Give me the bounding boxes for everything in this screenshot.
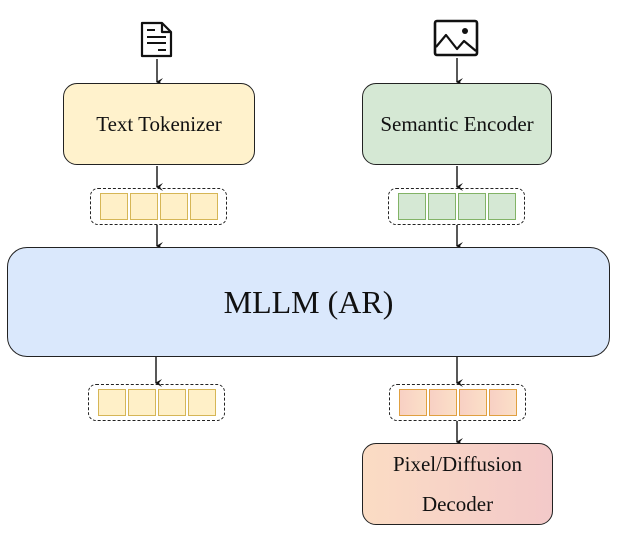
image-icon bbox=[433, 19, 479, 57]
token-cell bbox=[428, 389, 457, 416]
token-cell bbox=[458, 389, 487, 416]
document-icon bbox=[140, 21, 173, 58]
token-cell bbox=[159, 193, 188, 220]
decoder-label-line2: Decoder bbox=[421, 492, 494, 516]
text-tokenizer-label: Text Tokenizer bbox=[96, 111, 222, 136]
token-cell bbox=[157, 389, 186, 416]
token-cell bbox=[398, 389, 427, 416]
image-output-tokens bbox=[389, 384, 526, 421]
decoder-label-line1: Pixel/Diffusion bbox=[392, 452, 523, 476]
image-input-tokens bbox=[388, 188, 525, 225]
token-cell bbox=[457, 193, 486, 220]
token-cell bbox=[488, 389, 517, 416]
token-cell bbox=[187, 389, 216, 416]
token-cell bbox=[487, 193, 516, 220]
text-tokenizer-box: Text Tokenizer bbox=[63, 83, 255, 165]
text-input-tokens bbox=[90, 188, 227, 225]
token-cell bbox=[97, 389, 126, 416]
semantic-encoder-box: Semantic Encoder bbox=[362, 83, 552, 165]
token-cell bbox=[397, 193, 426, 220]
pixel-diffusion-decoder-box: Pixel/Diffusion Decoder bbox=[362, 443, 553, 525]
mllm-label: MLLM (AR) bbox=[223, 284, 394, 320]
text-output-tokens bbox=[88, 384, 225, 421]
token-cell bbox=[427, 193, 456, 220]
token-cell bbox=[189, 193, 218, 220]
token-cell bbox=[127, 389, 156, 416]
token-cell bbox=[99, 193, 128, 220]
token-cell bbox=[129, 193, 158, 220]
semantic-encoder-label: Semantic Encoder bbox=[380, 111, 534, 136]
mllm-box: MLLM (AR) bbox=[7, 247, 610, 357]
